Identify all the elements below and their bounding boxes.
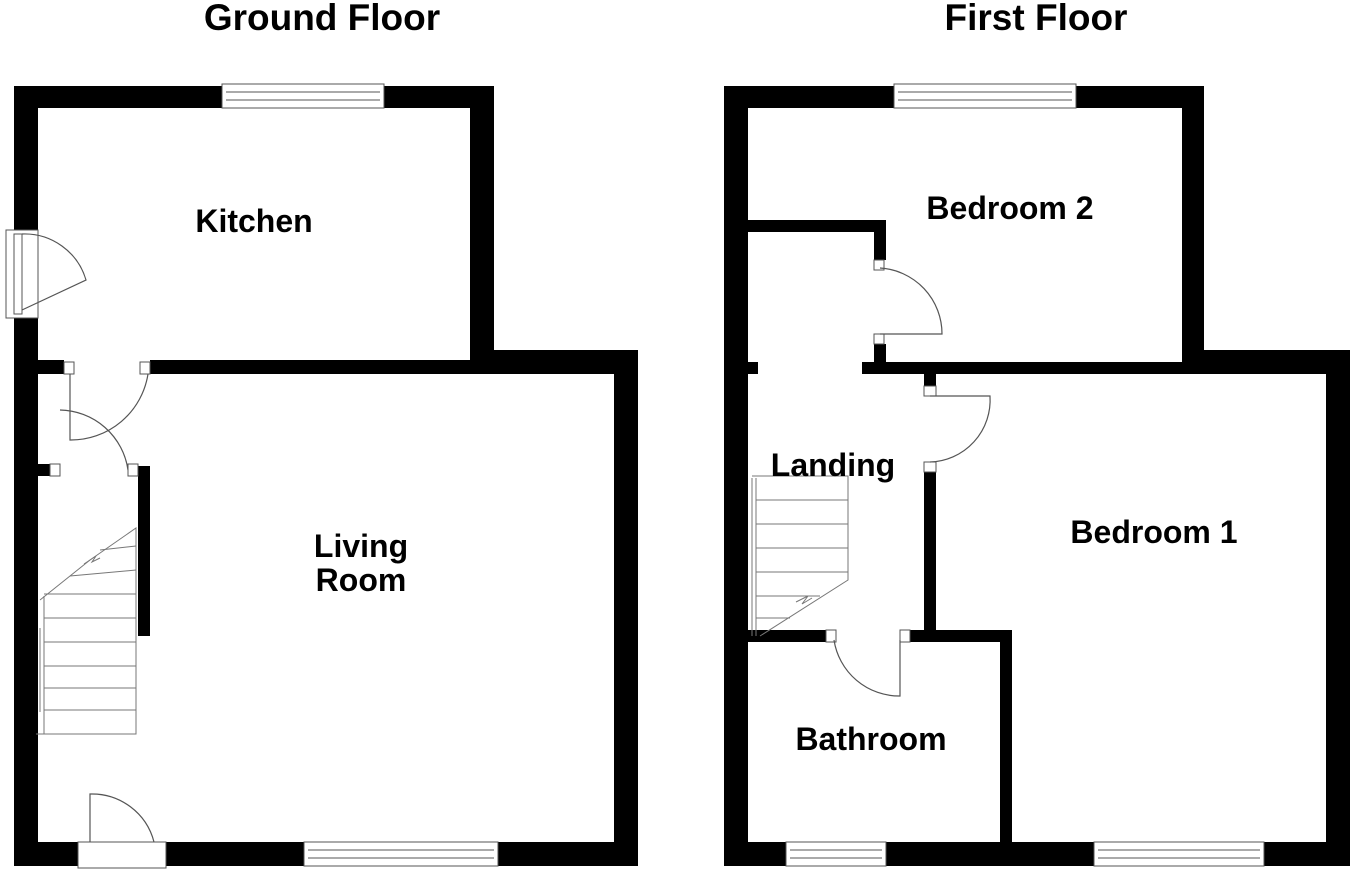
wall: [1000, 630, 1012, 846]
room-label-landing: Landing: [771, 447, 895, 483]
door-swing: [879, 267, 943, 335]
window: [893, 83, 1077, 109]
door-swing: [89, 793, 155, 843]
wall: [862, 362, 1184, 374]
wall: [1182, 86, 1204, 374]
wall: [724, 86, 748, 866]
room-label-kitchen: Kitchen: [195, 203, 312, 239]
wall: [1182, 350, 1350, 374]
room-label-room: Room: [316, 562, 407, 598]
room-label-bathroom: Bathroom: [795, 721, 946, 757]
room-label-living: Living: [314, 528, 408, 564]
wall: [924, 374, 936, 386]
ground-floor: Ground Floor: [5, 0, 638, 869]
window: [785, 841, 887, 867]
wall: [748, 630, 826, 642]
wall: [748, 220, 886, 232]
wall: [910, 630, 1012, 642]
ground-floor-title: Ground Floor: [204, 0, 440, 38]
window: [303, 841, 499, 867]
wall: [748, 362, 758, 374]
door-swing: [69, 373, 149, 441]
door-leaf: [13, 233, 23, 315]
door-swing: [833, 639, 901, 697]
window: [1093, 841, 1265, 867]
wall: [874, 220, 886, 260]
wall: [614, 350, 638, 866]
front-door-opening: [77, 841, 167, 869]
wall: [470, 350, 638, 374]
wall: [150, 360, 472, 374]
door-swing: [21, 233, 87, 311]
door-swing: [59, 409, 129, 471]
wall: [470, 86, 494, 374]
first-floor: First Floor: [724, 0, 1350, 867]
staircase: [751, 475, 849, 637]
wall: [924, 472, 936, 642]
door-swing: [929, 395, 991, 463]
wall: [38, 360, 64, 374]
room-label-bedroom-2: Bedroom 2: [926, 190, 1093, 226]
wall: [138, 466, 150, 636]
wall: [14, 86, 38, 866]
staircase: [36, 527, 137, 735]
room-label-bedroom-1: Bedroom 1: [1070, 514, 1237, 550]
first-floor-title: First Floor: [945, 0, 1128, 38]
window: [221, 83, 385, 109]
wall: [1326, 350, 1350, 866]
